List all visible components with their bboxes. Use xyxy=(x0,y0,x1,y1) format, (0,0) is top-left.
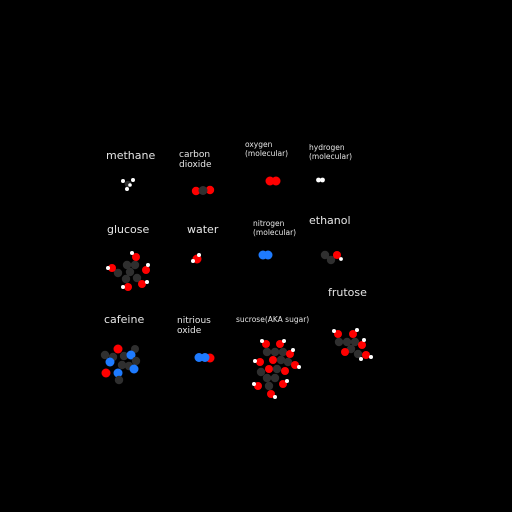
label-frutose: frutose xyxy=(328,286,367,299)
label-glucose: glucose xyxy=(107,223,150,236)
carbon-dioxide-molecule[interactable] xyxy=(188,183,218,199)
nitrogen-molecule[interactable] xyxy=(256,248,276,262)
label-ethanol: ethanol xyxy=(309,214,351,227)
label-nitrious-oxide: nitrious oxide xyxy=(177,316,211,337)
ethanol-molecule[interactable] xyxy=(318,247,346,267)
water-molecule[interactable] xyxy=(189,250,205,266)
glucose-molecule[interactable] xyxy=(102,248,158,294)
label-carbon-dioxide: carbon dioxide xyxy=(179,150,212,171)
label-water: water xyxy=(187,223,219,236)
label-sucrose: sucrose(AKA sugar) xyxy=(236,315,310,324)
frutose-molecule[interactable] xyxy=(326,325,378,367)
nitrious-oxide-molecule[interactable] xyxy=(192,350,218,366)
methane-molecule[interactable] xyxy=(118,174,138,194)
label-methane: methane xyxy=(106,149,156,162)
label-nitrogen: nitrogen (molecular) xyxy=(253,219,297,237)
sucrose-molecule[interactable] xyxy=(247,336,305,402)
oxygen-molecule[interactable] xyxy=(263,174,285,188)
label-oxygen: oxygen (molecular) xyxy=(245,140,289,158)
label-cafeine: cafeine xyxy=(104,313,145,326)
hydrogen-molecule[interactable] xyxy=(313,174,329,186)
cafeine-molecule[interactable] xyxy=(96,340,146,388)
label-hydrogen: hydrogen (molecular) xyxy=(309,143,353,161)
